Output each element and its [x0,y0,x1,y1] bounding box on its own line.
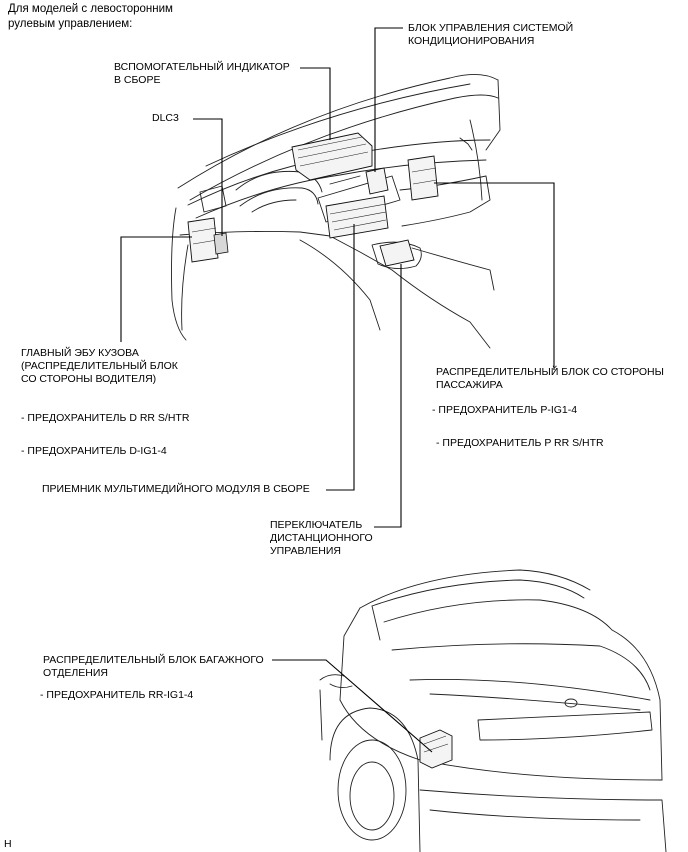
remote-switch-label-line-3: УПРАВЛЕНИЯ [270,545,342,557]
body-ecu-part [187,217,219,263]
fuse-rr-ig-label: - ПРЕДОХРАНИТЕЛЬ RR-IG1-4 [40,689,194,701]
remote-switch-label-line-2: ДИСТАНЦИОННОГО [270,532,373,544]
dashboard-illustration [171,74,501,349]
luggage-junction-block-part [419,729,453,769]
fuse-p-rr-label: - ПРЕДОХРАНИТЕЛЬ P RR S/HTR [436,437,604,449]
indicator-label-line-1: ВСПОМОГАТЕЛЬНЫЙ ИНДИКАТОР [114,61,290,73]
dlc3-label: DLC3 [152,112,179,124]
dlc3-part [213,232,229,255]
passenger-junction-block-part [407,155,439,201]
passenger-block-label-line-1: РАСПРЕДЕЛИТЕЛЬНЫЙ БЛОК СО СТОРОНЫ [436,366,664,378]
remote-switch-part [379,239,415,267]
fuse-d-ig-label: - ПРЕДОХРАНИТЕЛЬ D-IG1-4 [21,445,167,457]
body-ecu-label-line-2: (РАСПРЕДЕЛИТЕЛЬНЫЙ БЛОК [21,360,178,372]
header-line-1: Для моделей с левосторонним [8,3,173,15]
multimedia-receiver-label: ПРИЕМНИК МУЛЬТИМЕДИЙНОГО МОДУЛЯ В СБОРЕ [42,483,310,495]
indicator-label-line-2: В СБОРЕ [114,74,161,86]
ac-ecu-label-line-2: КОНДИЦИОНИРОВАНИЯ [408,35,535,47]
remote-switch-label-line-1: ПЕРЕКЛЮЧАТЕЛЬ [270,519,363,531]
fuse-p-ig-label: - ПРЕДОХРАНИТЕЛЬ P-IG1-4 [432,404,578,416]
figure-code: H [4,838,12,850]
body-ecu-label-line-1: ГЛАВНЫЙ ЭБУ КУЗОВА [21,347,139,359]
car-rear-illustration [319,569,667,852]
passenger-block-label-line-2: ПАССАЖИРА [436,379,503,391]
header-line-2: рулевым управлением: [8,18,133,30]
ac-ecu-part [365,167,389,195]
luggage-block-label-line-2: ОТДЕЛЕНИЯ [43,667,108,679]
fuse-d-rr-label: - ПРЕДОХРАНИТЕЛЬ D RR S/HTR [21,412,190,424]
leader-lines [120,27,555,753]
multimedia-receiver-part [325,195,389,239]
ac-ecu-label-line-1: БЛОК УПРАВЛЕНИЯ СИСТЕМОЙ [408,22,574,34]
parts-dashboard [187,132,439,267]
body-ecu-label-line-3: СО СТОРОНЫ ВОДИТЕЛЯ) [21,373,157,385]
luggage-block-label-line-1: РАСПРЕДЕЛИТЕЛЬНЫЙ БЛОК БАГАЖНОГО [43,654,264,666]
auxiliary-indicator-part [291,132,373,181]
